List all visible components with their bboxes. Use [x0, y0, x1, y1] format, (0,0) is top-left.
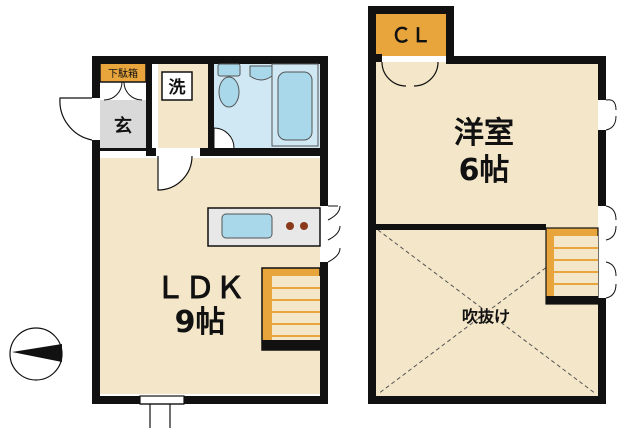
door-swing-icon: [213, 127, 235, 149]
closet: [376, 12, 446, 56]
bathtub-icon: [271, 63, 319, 147]
western-room-floor: [376, 62, 598, 228]
right-unit-walls: [368, 6, 606, 404]
stove-burner-icon: [300, 222, 308, 230]
kitchen-counter: [207, 207, 321, 247]
wash-basin-icon: [249, 65, 273, 81]
toilet-icon: [217, 63, 241, 108]
washer-box: [161, 71, 193, 101]
western-room-label: 洋室: [454, 116, 514, 151]
compass-icon: [9, 327, 63, 381]
window-marks: [605, 99, 617, 299]
door-swing-icon: [157, 155, 193, 191]
void-label: 吹抜け: [462, 307, 510, 326]
stairs-icon: [545, 227, 599, 305]
western-room-size: 6帖: [459, 153, 510, 188]
door-swing-icon: [381, 61, 439, 87]
closet-label: ＣＬ: [391, 23, 431, 47]
left-unit-walls: [92, 56, 328, 404]
entrance-floor: [100, 100, 146, 150]
ldk-label: ＬＤＫ: [155, 271, 245, 306]
window-marks: [327, 205, 341, 263]
kitchen-sink-icon: [221, 213, 273, 239]
shoe-box-label: 下駄箱: [108, 67, 138, 80]
stairs-icon: [261, 267, 321, 351]
washer-label: 洗: [169, 77, 186, 98]
stove-burner-icon: [286, 222, 294, 230]
door-swing-icon: [139, 395, 185, 428]
ldk-size: 9帖: [175, 305, 226, 340]
entrance-label: 玄: [114, 115, 132, 137]
entrance-door-icon: [59, 97, 93, 141]
door-swing-icon: [103, 81, 143, 101]
